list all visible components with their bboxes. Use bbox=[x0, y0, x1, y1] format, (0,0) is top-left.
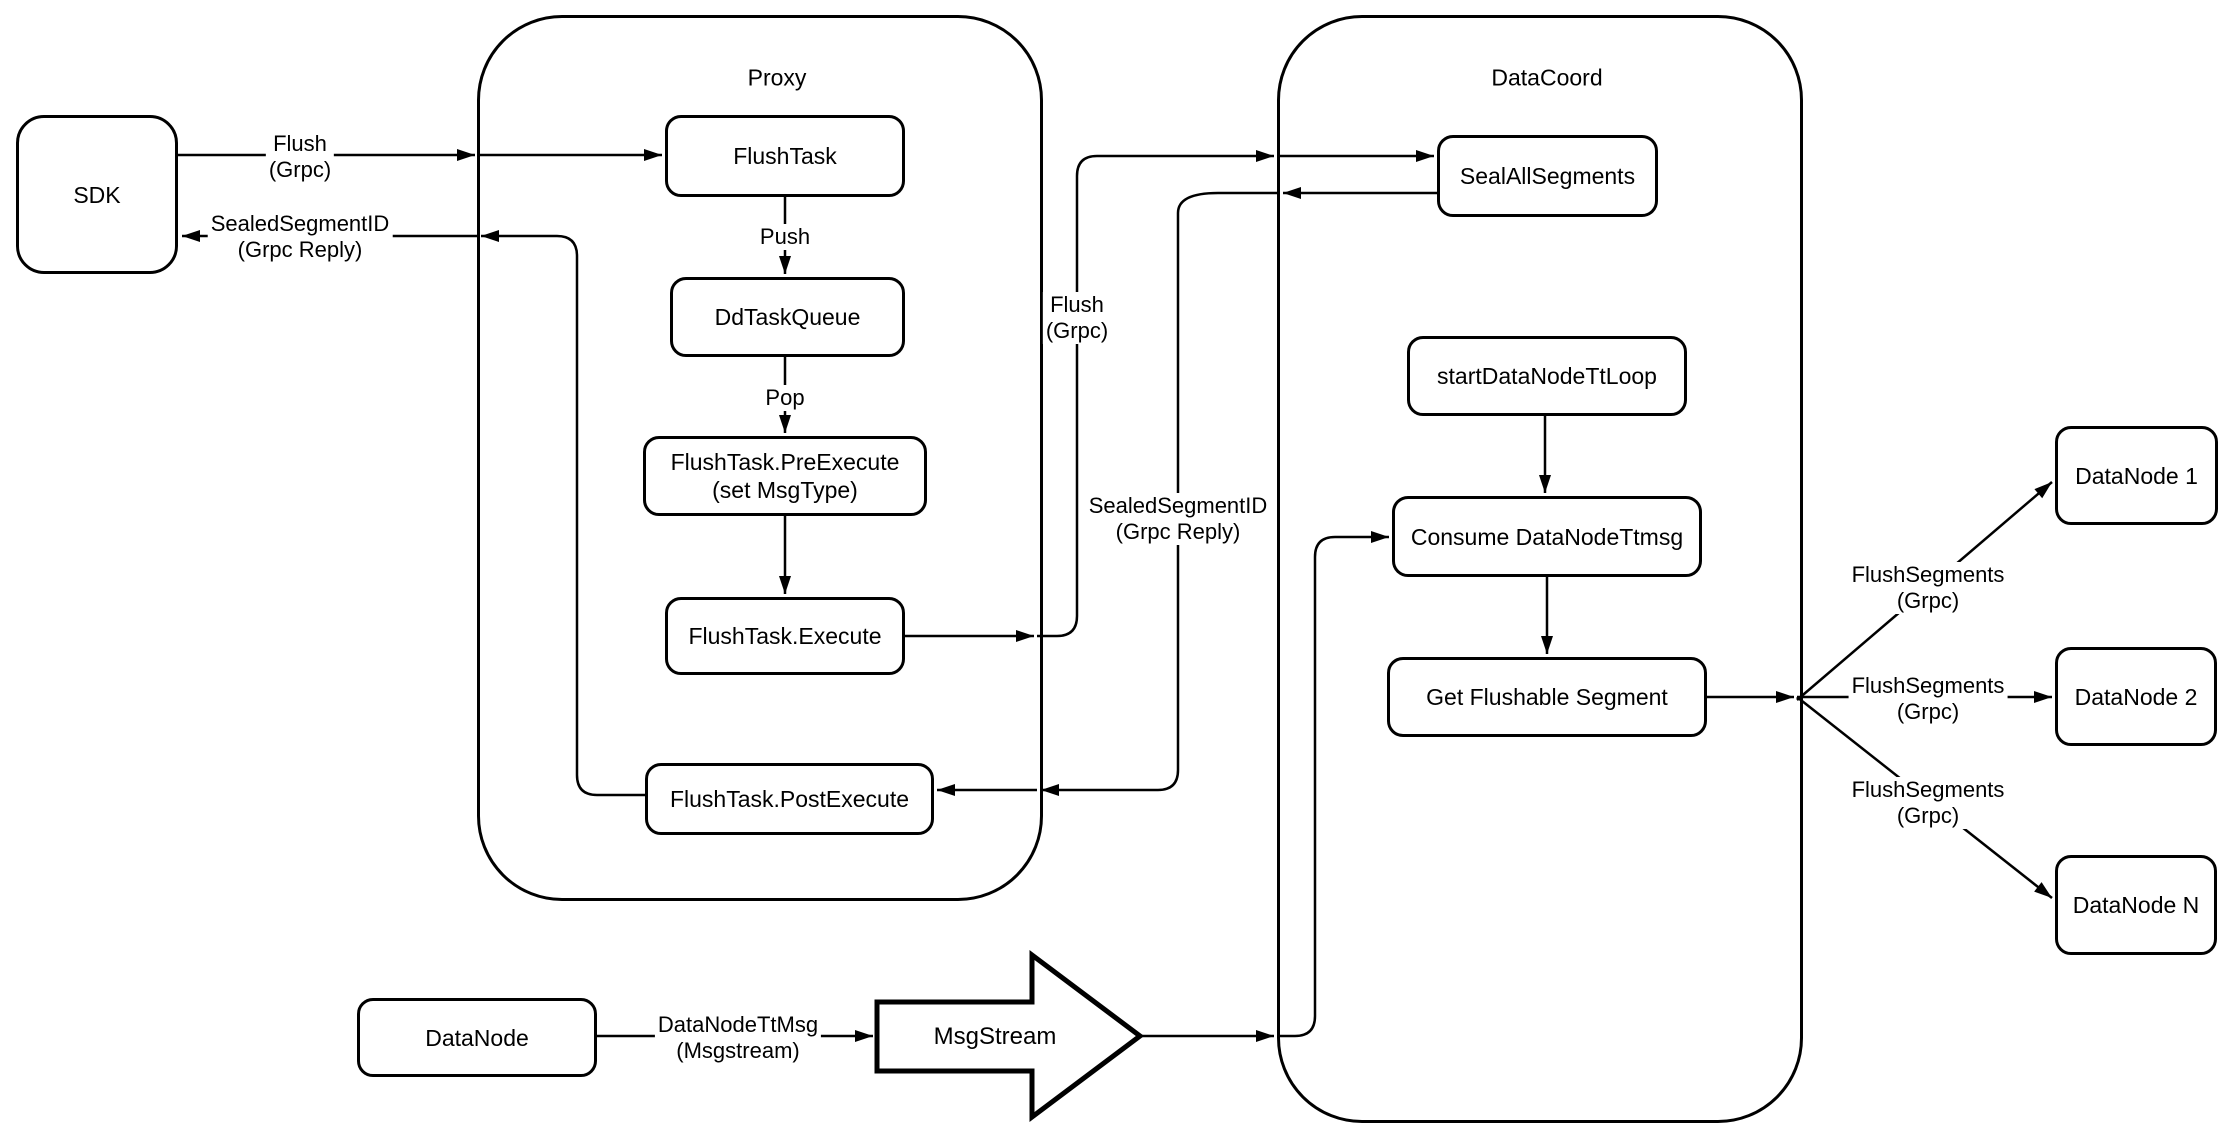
node-execute-label: FlushTask.Execute bbox=[688, 623, 882, 649]
edge-proxy-border-to-datacoord-border bbox=[1037, 150, 1274, 638]
edge-label-line: (Msgstream) bbox=[676, 1038, 800, 1063]
edge-label-line: FlushSegments bbox=[1851, 777, 2005, 802]
node-postexecute-label: FlushTask.PostExecute bbox=[669, 786, 910, 812]
node-getflushablesegment: Get Flushable Segment bbox=[1387, 657, 1707, 737]
edge-label-line: Flush bbox=[1050, 292, 1104, 317]
edge-label-line: DataNodeTtMsg bbox=[657, 1012, 819, 1037]
node-datanode-n-label: DataNode N bbox=[2072, 892, 2200, 918]
edge-label-line: (Grpc) bbox=[1896, 588, 1960, 613]
node-sdk-label: SDK bbox=[73, 181, 121, 208]
edge-label-line: (Grpc Reply) bbox=[237, 237, 363, 262]
node-datanode-n: DataNode N bbox=[2055, 855, 2217, 955]
edge-label-flushsegments-1: FlushSegments (Grpc) bbox=[1848, 562, 2008, 614]
node-startdatanodettloop: startDataNodeTtLoop bbox=[1407, 336, 1687, 416]
edge-label-line: SealedSegmentID bbox=[210, 211, 390, 236]
datacoord-container bbox=[1277, 15, 1803, 1123]
node-sealallsegments-label: SealAllSegments bbox=[1459, 163, 1636, 189]
edge-label-line: (Grpc) bbox=[1896, 699, 1960, 724]
node-flushtask: FlushTask bbox=[665, 115, 905, 197]
edge-label-line: (Grpc) bbox=[1045, 318, 1109, 343]
msgstream-label: MsgStream bbox=[933, 1023, 1057, 1050]
edge-label-line: (Grpc) bbox=[268, 157, 332, 182]
node-sealallsegments: SealAllSegments bbox=[1437, 135, 1658, 217]
edge-label-flushsegments-2: FlushSegments (Grpc) bbox=[1848, 673, 2008, 725]
node-getflushablesegment-label: Get Flushable Segment bbox=[1426, 684, 1668, 710]
edge-label-sealedsegmentid-sdk: SealedSegmentID (Grpc Reply) bbox=[207, 211, 393, 263]
node-datanode-source-label: DataNode bbox=[425, 1024, 529, 1051]
node-consumedatanodettmsg: Consume DataNodeTtmsg bbox=[1392, 496, 1702, 577]
proxy-title: Proxy bbox=[743, 64, 811, 92]
edge-label-line: Pop bbox=[765, 385, 805, 410]
node-flushtask-label: FlushTask bbox=[733, 143, 837, 169]
node-execute: FlushTask.Execute bbox=[665, 597, 905, 675]
node-datanode-1: DataNode 1 bbox=[2055, 426, 2218, 525]
edge-label-line: Push bbox=[759, 224, 811, 249]
node-preexecute-label-line2: (set MsgType) bbox=[712, 477, 858, 503]
node-datanode-2-label: DataNode 2 bbox=[2074, 683, 2198, 710]
edge-label-flush-grpc-sdk: Flush (Grpc) bbox=[265, 131, 335, 183]
edge-label-datanodettmsg: DataNodeTtMsg (Msgstream) bbox=[654, 1012, 822, 1064]
node-ddtaskqueue: DdTaskQueue bbox=[670, 277, 905, 357]
edge-label-line: SealedSegmentID bbox=[1088, 493, 1268, 518]
node-preexecute-label-line1: FlushTask.PreExecute bbox=[670, 449, 900, 475]
edge-label-flush-grpc-datacoord: Flush (Grpc) bbox=[1042, 292, 1112, 344]
node-consumedatanodettmsg-label: Consume DataNodeTtmsg bbox=[1410, 523, 1684, 550]
node-datanode-source: DataNode bbox=[357, 998, 597, 1077]
edge-label-line: (Grpc) bbox=[1896, 803, 1960, 828]
edge-label-push: Push bbox=[756, 224, 814, 250]
edge-label-line: Flush bbox=[273, 131, 327, 156]
node-ddtaskqueue-label: DdTaskQueue bbox=[714, 304, 861, 330]
msgstream-arrow-shape bbox=[874, 950, 1145, 1122]
edge-label-line: FlushSegments bbox=[1851, 562, 2005, 587]
edge-datacoord-border-to-proxy-border bbox=[1041, 191, 1277, 796]
edge-postexecute-to-proxy-border bbox=[481, 230, 645, 797]
node-preexecute: FlushTask.PreExecute (set MsgType) bbox=[643, 436, 927, 516]
node-datanode-2: DataNode 2 bbox=[2055, 647, 2217, 746]
edge-label-line: (Grpc Reply) bbox=[1115, 519, 1241, 544]
node-sdk: SDK bbox=[16, 115, 178, 274]
edge-datacoord-border-to-consume bbox=[1277, 531, 1389, 1038]
datacoord-title: DataCoord bbox=[1487, 64, 1607, 92]
node-postexecute: FlushTask.PostExecute bbox=[645, 763, 934, 835]
edge-label-line: FlushSegments bbox=[1851, 673, 2005, 698]
node-datanode-1-label: DataNode 1 bbox=[2075, 462, 2198, 489]
node-startdatanodettloop-label: startDataNodeTtLoop bbox=[1437, 363, 1657, 389]
edge-label-sealedsegmentid-reply: SealedSegmentID (Grpc Reply) bbox=[1085, 493, 1271, 545]
edge-label-pop: Pop bbox=[762, 385, 808, 411]
proxy-container bbox=[477, 15, 1043, 901]
edge-label-flushsegments-3: FlushSegments (Grpc) bbox=[1848, 777, 2008, 829]
